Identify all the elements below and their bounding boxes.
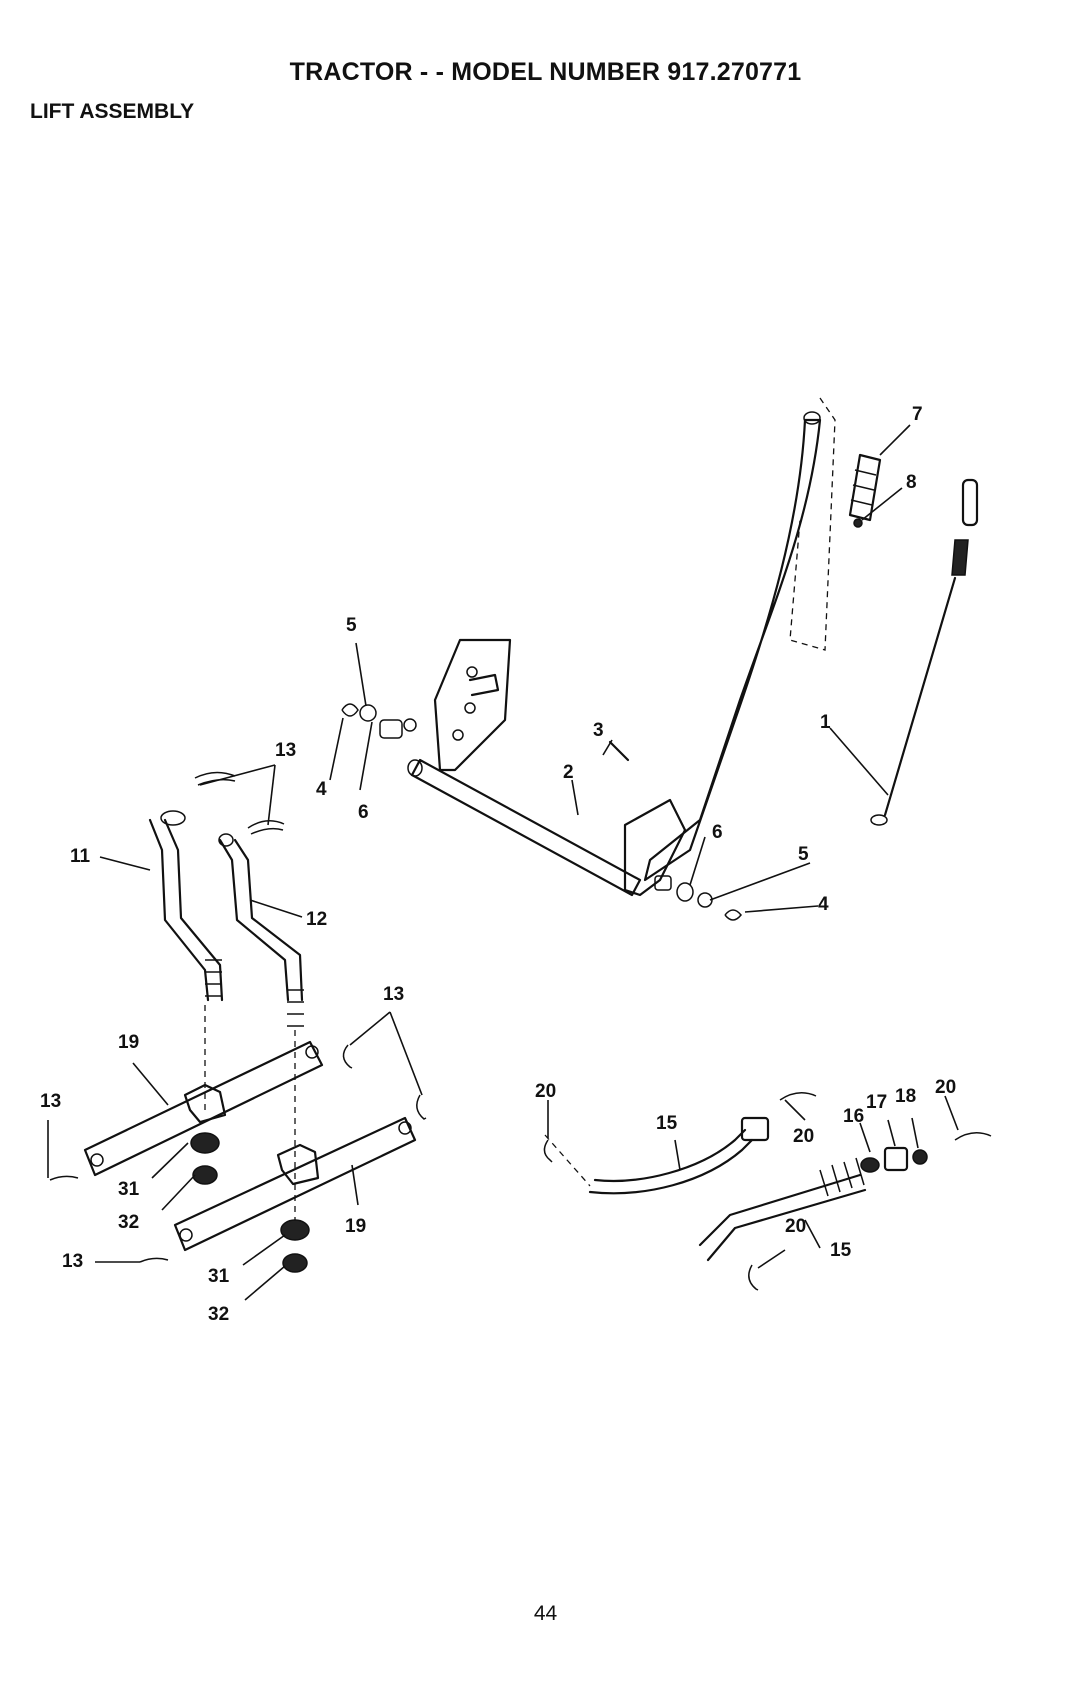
lever-grip — [850, 455, 880, 527]
callout-3: 3 — [593, 720, 604, 741]
leader-lines — [48, 425, 958, 1300]
callout-32-upper: 32 — [118, 1212, 139, 1233]
callout-1: 1 — [820, 712, 831, 733]
callout-32-lower: 32 — [208, 1304, 229, 1325]
callout-31-upper: 31 — [118, 1179, 140, 1200]
pin — [610, 742, 628, 760]
callout-6-left: 6 — [358, 802, 369, 823]
arm-bearings-lower — [281, 1220, 309, 1272]
callout-7: 7 — [912, 404, 923, 425]
callout-13-left: 13 — [40, 1091, 61, 1112]
callout-20-left: 20 — [535, 1081, 556, 1102]
callout-15-lower: 15 — [830, 1240, 852, 1261]
lift-link-right — [219, 834, 304, 1026]
callout-2: 2 — [563, 762, 574, 783]
left-shaft-hardware — [342, 704, 416, 738]
callout-13-bottom: 13 — [62, 1251, 83, 1272]
callout-5-right: 5 — [798, 844, 809, 865]
callout-31-lower: 31 — [208, 1266, 230, 1287]
callout-20-top: 20 — [793, 1126, 814, 1147]
lift-lever — [645, 412, 820, 880]
callout-5-left: 5 — [346, 615, 357, 636]
callout-4-right: 4 — [818, 894, 829, 915]
grip-guide-line — [790, 398, 835, 650]
callout-15-upper: 15 — [656, 1113, 678, 1134]
callout-6-right: 6 — [712, 822, 723, 843]
callout-11: 11 — [70, 846, 91, 867]
lift-rod-lower — [700, 1148, 927, 1260]
lift-shaft — [408, 760, 640, 895]
callout-18: 18 — [895, 1086, 916, 1107]
callout-13-mid: 13 — [383, 984, 404, 1005]
callout-13-top: 13 — [275, 740, 296, 761]
lift-link-left — [150, 811, 222, 1000]
lift-arm-upper — [85, 1042, 322, 1175]
right-shaft-hardware — [655, 876, 741, 920]
callout-19-lower: 19 — [345, 1216, 366, 1237]
callout-8: 8 — [906, 472, 917, 493]
mounting-bracket — [435, 640, 510, 770]
callout-labels: 1 2 3 4 4 5 5 6 6 7 8 11 12 13 13 13 13 … — [0, 0, 956, 1325]
callout-17: 17 — [866, 1092, 887, 1113]
arm-bearings-upper — [191, 1133, 219, 1184]
callout-19-upper: 19 — [118, 1032, 139, 1053]
lift-cable — [871, 480, 977, 825]
page-number: 44 — [0, 1602, 1091, 1626]
callout-16: 16 — [843, 1106, 864, 1127]
callout-12: 12 — [306, 909, 327, 930]
callout-20-right: 20 — [935, 1077, 956, 1098]
callout-20-lower: 20 — [785, 1216, 806, 1237]
callout-4-left: 4 — [316, 779, 327, 800]
